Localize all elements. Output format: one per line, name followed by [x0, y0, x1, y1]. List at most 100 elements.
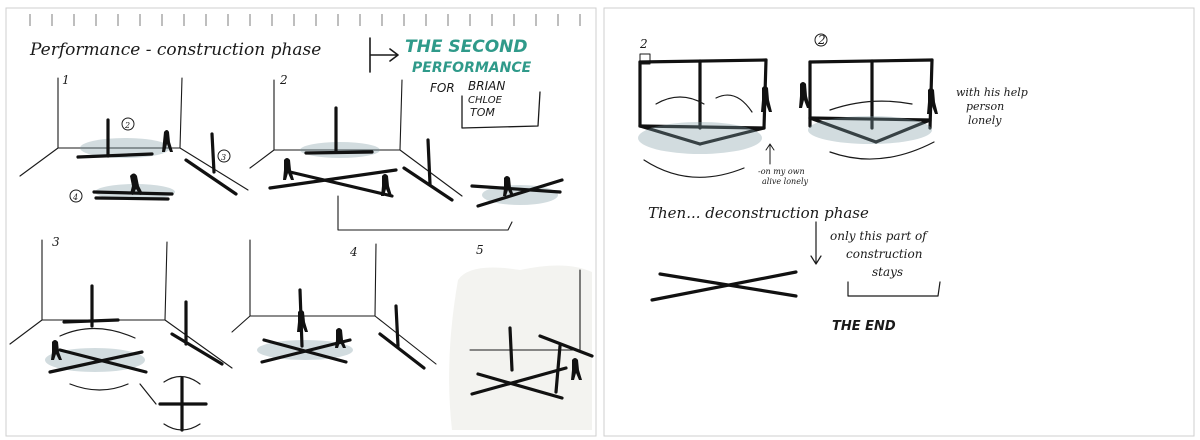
only-note-line2: construction — [846, 247, 922, 261]
panel-3-beam — [62, 318, 120, 324]
right-panel-2b-label: 2 — [817, 33, 826, 47]
motion-arcs — [655, 94, 753, 113]
name-bracket — [461, 91, 541, 129]
panel-2-beam — [304, 150, 374, 155]
floor-arc — [643, 159, 745, 178]
marker-3-label: 3 — [221, 153, 226, 162]
marker-4-label: 4 — [72, 193, 78, 202]
panel-1-log-b — [94, 196, 170, 201]
name-tom: TOM — [470, 106, 495, 119]
panel-3-arc — [59, 327, 136, 339]
panel-2-label: 2 — [279, 73, 288, 87]
label-circle — [814, 33, 828, 47]
second-performance-line1: THE SECOND — [405, 37, 527, 57]
note-help-line2: person — [966, 100, 1004, 113]
note-alive-line1: -on my own — [758, 167, 805, 176]
right-panel-2b: 2 with his help person lonely — [799, 33, 1028, 160]
the-end: THE END — [832, 319, 896, 334]
panel-2-cross-d — [476, 178, 564, 208]
frame-bottom — [638, 124, 766, 130]
note-alive-line2: alive lonely — [762, 177, 809, 186]
page-title: Performance - construction phase — [29, 40, 321, 60]
person-figure — [130, 173, 143, 195]
person-figure — [503, 176, 514, 196]
label-box — [639, 53, 651, 65]
panel-1-beam-b — [184, 158, 238, 196]
right-page — [603, 7, 1195, 437]
panel-5-beam — [538, 334, 594, 358]
panel-5-label: 5 — [476, 243, 484, 257]
panel-1: 1 2 3 4 — [19, 73, 249, 203]
person-figure — [283, 158, 294, 180]
panel-3-arc-c — [163, 375, 201, 431]
panel-4-beam-b — [378, 332, 426, 370]
pointer-arrow — [765, 143, 775, 165]
panel-4-cross-b — [262, 338, 348, 364]
frame-top — [638, 58, 768, 64]
person-figure — [571, 358, 582, 380]
remaining-cross — [650, 270, 798, 302]
name-brian: BRIAN — [468, 79, 505, 93]
frame-bottom — [808, 116, 932, 122]
second-performance-line2: PERFORMANCE — [412, 60, 532, 76]
right-panel-2a: 2 -on my own alive lonely — [638, 37, 809, 186]
frame-wash — [808, 116, 932, 144]
panel-5-post-b — [554, 344, 562, 394]
panel-4: 4 — [231, 239, 437, 370]
arrow-icon — [369, 37, 399, 73]
person-figure — [297, 310, 308, 332]
panel-2-cross-c — [470, 184, 562, 194]
panel-5-cross-a — [470, 366, 568, 396]
floor-arc — [829, 141, 935, 160]
right-panel-2a-label: 2 — [639, 37, 648, 51]
note-help-line3: lonely — [968, 114, 1002, 127]
frame-cross-b — [698, 126, 766, 146]
panel-2-cross-a — [268, 168, 398, 190]
frame-cross-a — [638, 124, 702, 146]
cross-beam-a — [650, 270, 798, 302]
panel-1-label: 1 — [62, 73, 70, 87]
panel-4-room — [231, 239, 437, 365]
panel-2-wash — [300, 142, 380, 158]
name-chloe: CHLOE — [468, 95, 503, 106]
frame-cross-a — [808, 116, 878, 144]
note-help-line1: with his help — [956, 86, 1028, 99]
person-figure — [761, 86, 772, 112]
panel-3-cross-b — [58, 348, 148, 374]
down-arrow-icon — [810, 221, 822, 265]
panel-4-label: 4 — [349, 245, 358, 259]
deconstruction-heading: Then... deconstruction phase — [648, 204, 869, 222]
marker-2 — [121, 117, 135, 131]
panel-3-cross-a — [48, 350, 144, 374]
panel-2: 2 — [249, 73, 564, 231]
only-note-line3: stays — [872, 265, 903, 279]
panel-5-room — [469, 269, 581, 351]
person-figure — [162, 130, 173, 152]
binding-ticks — [29, 14, 581, 26]
panel-3-beam-b — [170, 332, 224, 366]
panel-5: 5 — [449, 243, 594, 430]
marker-4 — [69, 189, 83, 203]
panel-3-arc-b — [69, 383, 129, 391]
marker-2-label: 2 — [124, 121, 130, 130]
person-figure — [381, 174, 392, 196]
panel-4-post-b — [394, 304, 400, 348]
cross-beam-b — [658, 272, 798, 298]
note-bracket — [847, 281, 941, 297]
panel-1-beam — [76, 152, 154, 159]
panel-3-arrow — [139, 383, 157, 405]
frame-cross-b — [874, 118, 932, 144]
motion-arc — [829, 100, 913, 111]
only-note-line1: only this part of — [830, 229, 929, 243]
person-figure — [51, 340, 62, 360]
panel-3-label: 3 — [52, 235, 60, 249]
panel-2-beam-b — [402, 166, 454, 202]
for-label: FOR — [430, 81, 455, 95]
panel-3: 3 — [9, 235, 233, 432]
person-figure — [335, 328, 346, 348]
panel-1-post-b — [210, 132, 216, 174]
panel-2-post-b — [426, 138, 432, 186]
panel-5-cross-b — [476, 372, 564, 400]
